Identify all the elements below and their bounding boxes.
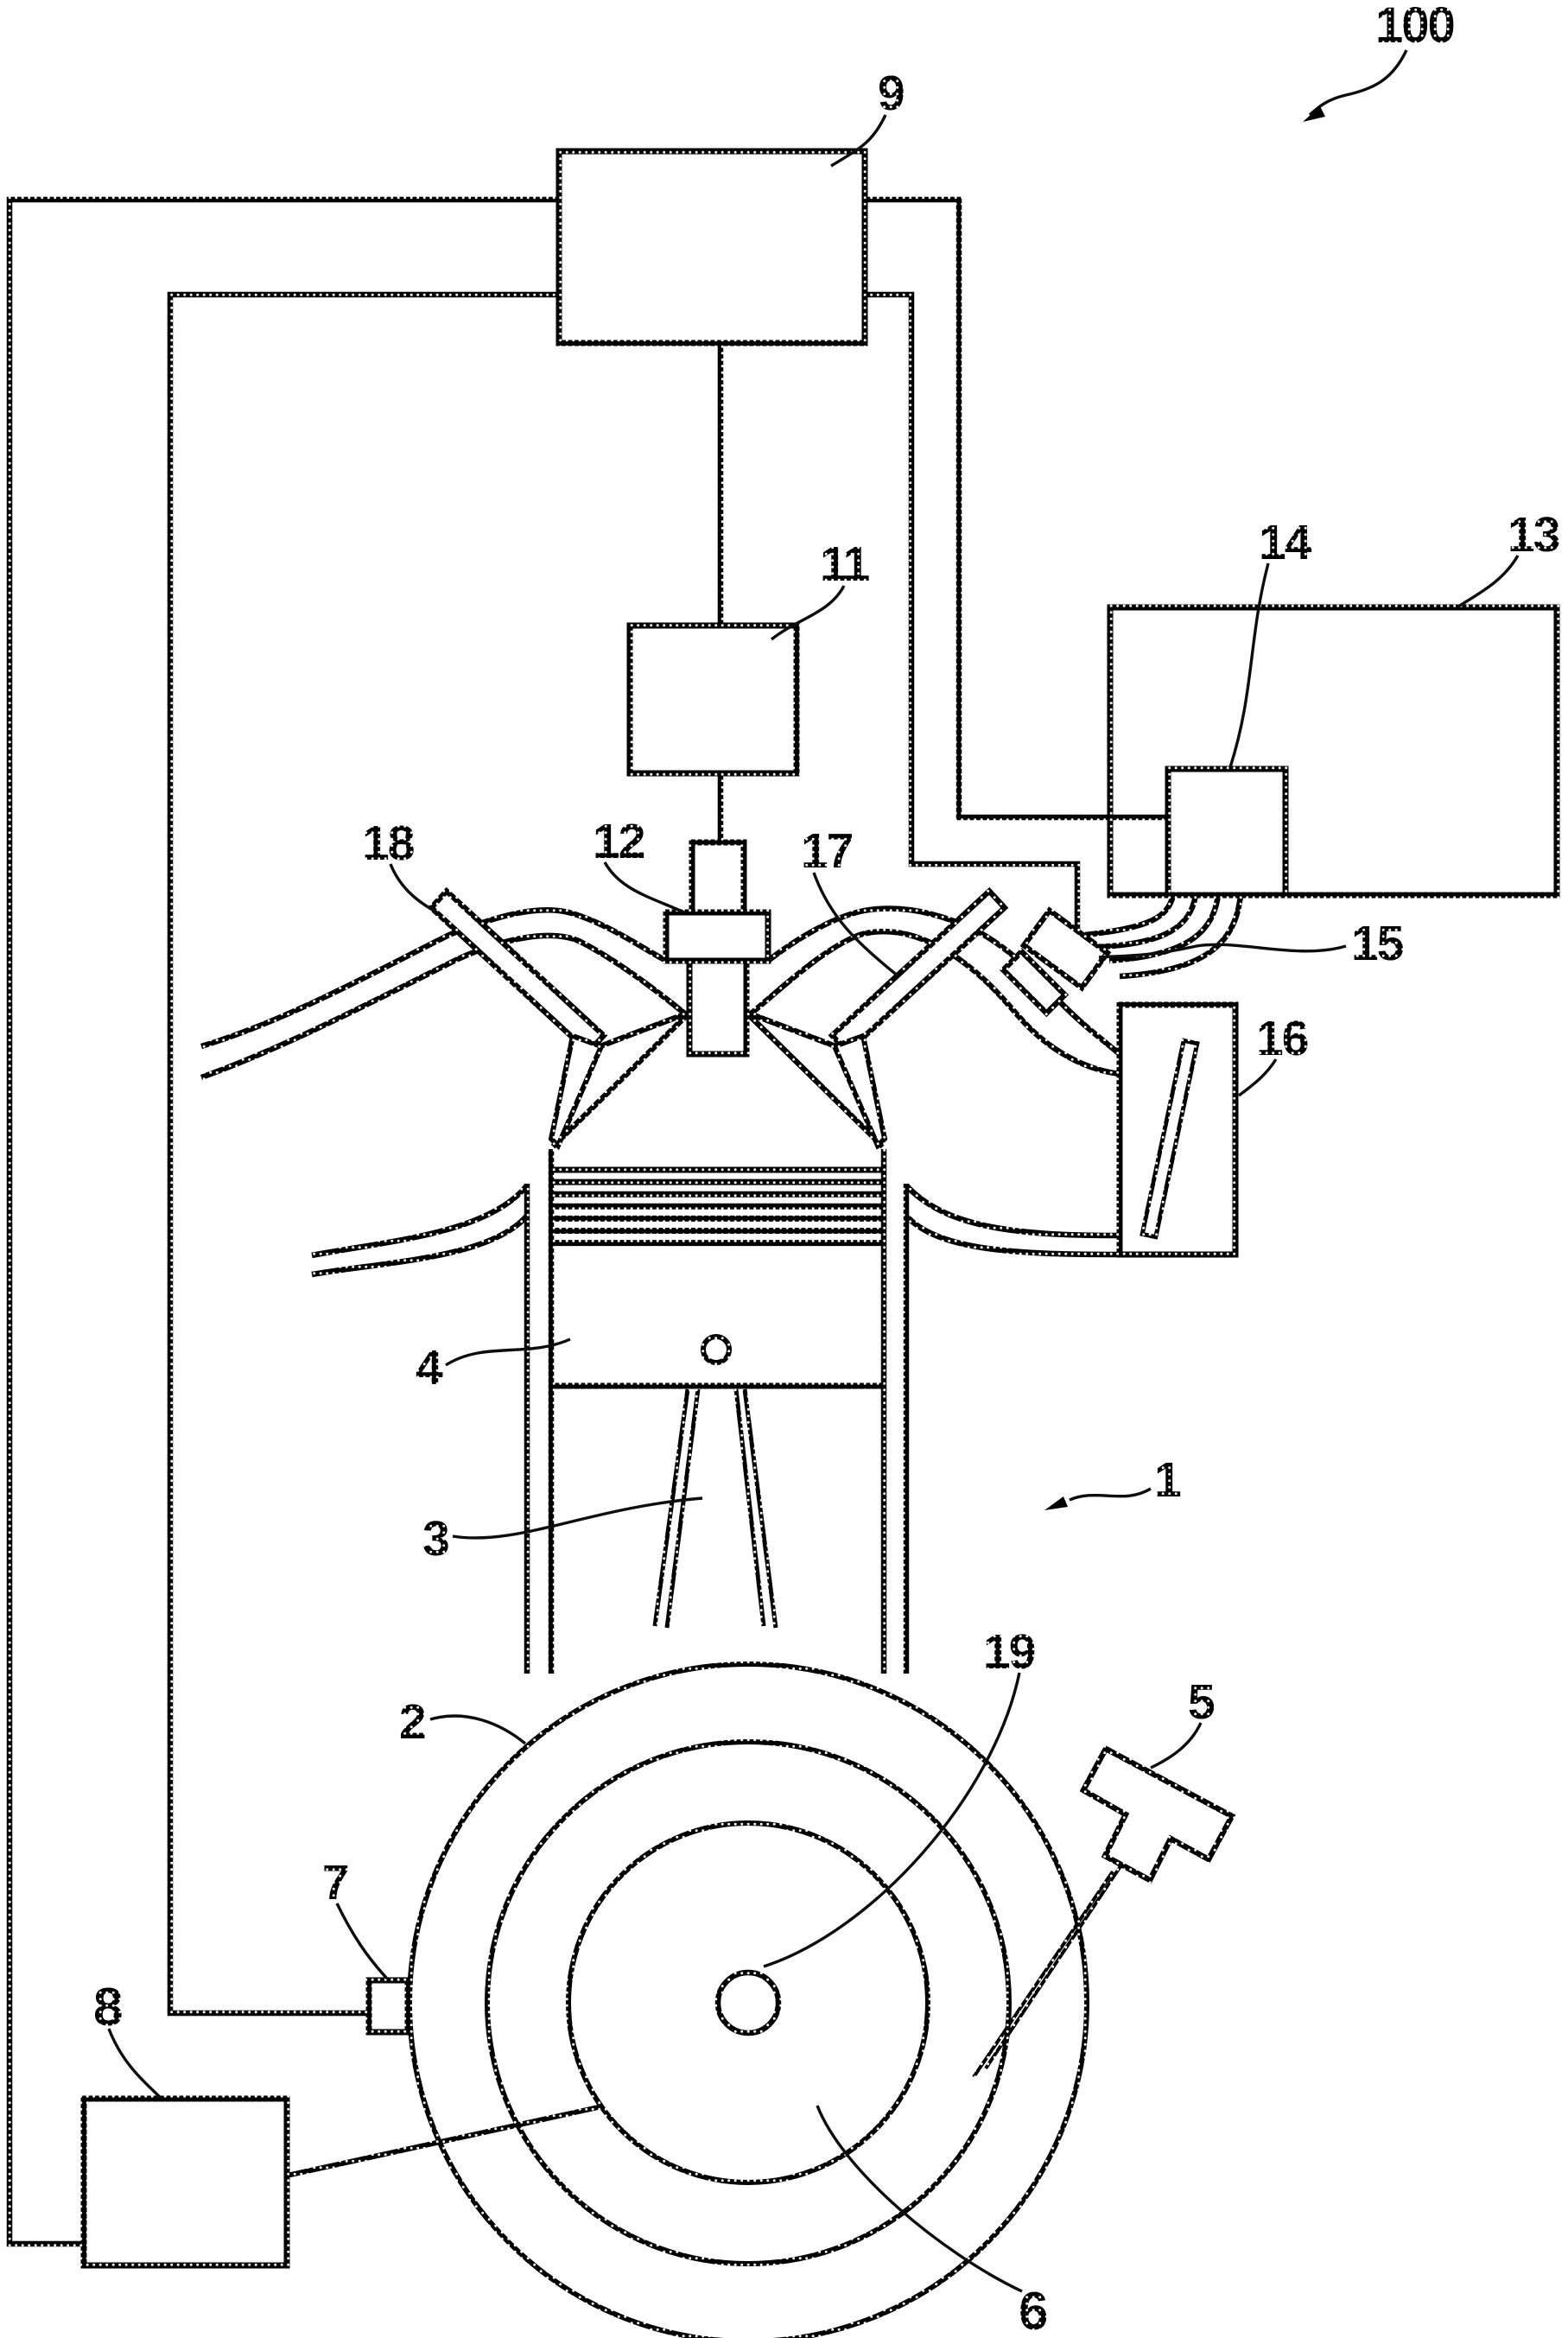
svg-text:13: 13	[1508, 507, 1559, 562]
svg-text:14: 14	[1259, 515, 1312, 570]
svg-text:3: 3	[422, 1511, 448, 1566]
svg-text:12: 12	[593, 814, 644, 869]
svg-text:4: 4	[416, 1340, 443, 1395]
svg-text:5: 5	[1188, 1674, 1215, 1730]
svg-text:7: 7	[322, 1855, 348, 1910]
svg-text:19: 19	[983, 1624, 1035, 1680]
svg-text:17: 17	[801, 823, 853, 879]
svg-text:6: 6	[1019, 2282, 1047, 2338]
svg-text:100: 100	[1375, 0, 1454, 54]
svg-text:16: 16	[1256, 1011, 1308, 1066]
svg-text:15: 15	[1351, 916, 1404, 971]
svg-text:2: 2	[399, 1694, 425, 1750]
svg-text:1: 1	[1154, 1452, 1181, 1508]
svg-text:18: 18	[362, 816, 414, 871]
svg-text:9: 9	[878, 66, 904, 121]
svg-text:11: 11	[820, 537, 870, 592]
svg-text:8: 8	[93, 1978, 122, 2037]
